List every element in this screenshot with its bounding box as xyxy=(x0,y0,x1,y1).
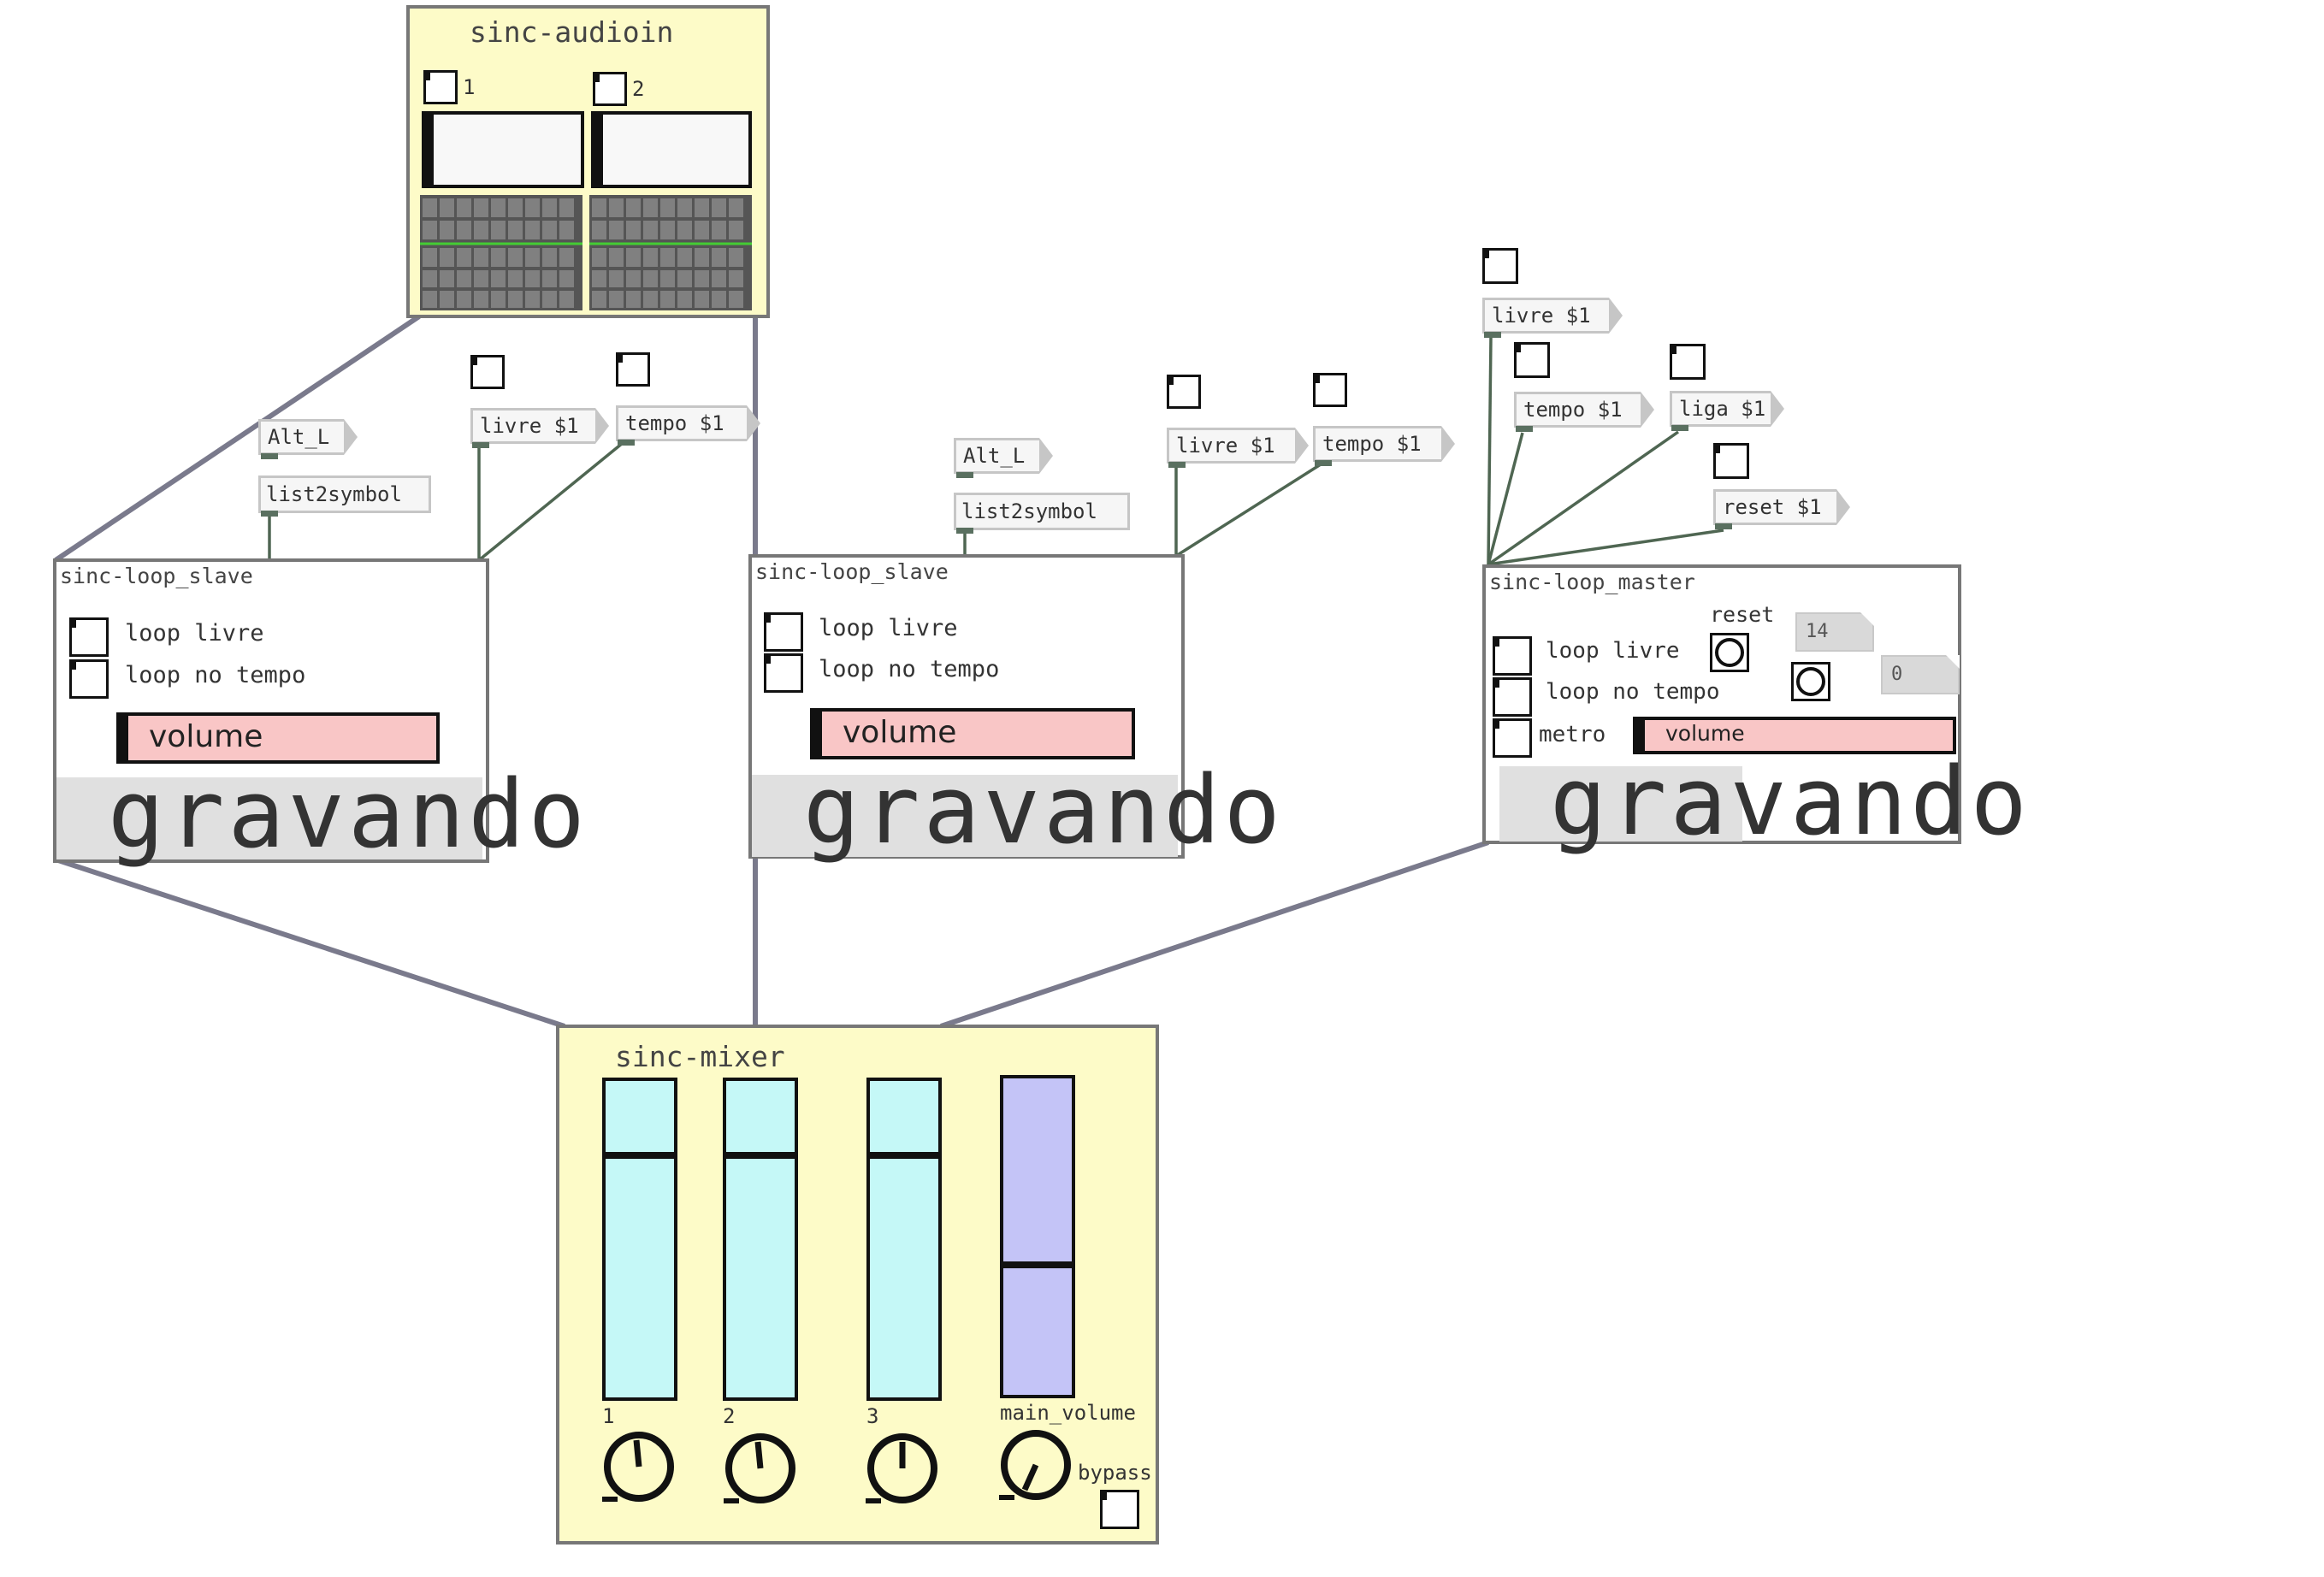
slave1-livre-message[interactable]: livre $1 xyxy=(470,408,609,444)
slave2-livre-toggle[interactable] xyxy=(1167,375,1201,409)
slave1-loop-livre-label: loop livre xyxy=(125,620,264,647)
slave1-loop-livre-toggle[interactable] xyxy=(69,617,109,657)
slave2-title: sinc-loop_slave xyxy=(755,559,949,584)
slave2-volume-label: volume xyxy=(843,715,957,750)
mixer-ch2-knob[interactable] xyxy=(724,1432,797,1505)
slave2-tempo-outlet xyxy=(1315,460,1332,466)
mixer-ch3-fader-handle[interactable] xyxy=(870,1152,938,1160)
mixer-ch3-knob[interactable] xyxy=(866,1432,939,1505)
master-livre-toggle[interactable] xyxy=(1482,248,1518,284)
master-tick-bang[interactable] xyxy=(1791,662,1830,701)
master-status-bg xyxy=(1499,766,1742,842)
master-number-box-2[interactable]: 0 xyxy=(1881,655,1960,694)
mixer-ch2-fader[interactable] xyxy=(723,1078,798,1401)
slave2-livre-outlet xyxy=(1168,462,1186,468)
mixer-main-knob[interactable] xyxy=(999,1428,1073,1502)
mixer-ch2-fader-handle[interactable] xyxy=(726,1152,795,1160)
master-reset-bang[interactable] xyxy=(1710,633,1749,672)
mixer-ch3-label: 3 xyxy=(866,1404,879,1428)
mixer-title: sinc-mixer xyxy=(615,1040,785,1073)
audioin-ch1-toggle[interactable] xyxy=(423,70,458,104)
master-status-text: gravando xyxy=(1550,747,2031,856)
slave1-list2symbol-outlet xyxy=(261,511,278,517)
slave2-list2symbol-outlet xyxy=(956,528,973,534)
mixer-ch1-fader[interactable] xyxy=(602,1078,677,1401)
master-tempo-outlet xyxy=(1516,426,1533,432)
slave1-key-outlet xyxy=(261,453,278,459)
mixer-bypass-label: bypass xyxy=(1078,1461,1152,1485)
slave1-list2symbol-object[interactable]: list2symbol xyxy=(258,475,431,513)
master-panel[interactable]: sinc-loop_master reset 14 0 loop livre l… xyxy=(1482,564,2027,848)
slave1-livre-toggle[interactable] xyxy=(470,355,505,389)
slave1-livre-outlet xyxy=(472,442,489,448)
slave1-tempo-toggle[interactable] xyxy=(616,352,650,387)
slave1-panel[interactable]: sinc-loop_slave loop livre loop no tempo… xyxy=(53,558,585,863)
mixer-ch1-fader-handle[interactable] xyxy=(606,1152,674,1160)
mixer-ch2-label: 2 xyxy=(723,1404,736,1428)
slave2-status-text: gravando xyxy=(803,755,1284,865)
slave2-livre-message[interactable]: livre $1 xyxy=(1167,428,1309,464)
master-liga-outlet xyxy=(1671,425,1688,431)
slave2-key-outlet xyxy=(956,472,973,478)
audioin-ch2-toggle[interactable] xyxy=(593,72,627,106)
slave1-status-text: gravando xyxy=(108,759,588,869)
slave2-status-bg xyxy=(752,775,1178,857)
mixer-main-fader[interactable] xyxy=(1000,1075,1075,1398)
mixer-ch1-label: 1 xyxy=(602,1404,615,1428)
master-volume-slider[interactable]: volume xyxy=(1633,717,1956,754)
master-livre-outlet xyxy=(1484,332,1501,338)
slave1-volume-label: volume xyxy=(149,719,263,754)
master-metro-label: metro xyxy=(1539,722,1606,747)
audioin-ch1-label: 1 xyxy=(463,75,476,99)
master-number-box-1[interactable]: 14 xyxy=(1795,612,1874,652)
master-liga-toggle[interactable] xyxy=(1670,344,1706,380)
audioin-ch2-meter xyxy=(589,195,752,310)
slave1-loop-no-tempo-label: loop no tempo xyxy=(125,662,306,688)
audioin-ch2-level[interactable] xyxy=(591,111,752,188)
slave2-tempo-message[interactable]: tempo $1 xyxy=(1313,426,1455,462)
master-reset-toggle[interactable] xyxy=(1713,443,1749,479)
slave1-tempo-outlet xyxy=(618,440,635,446)
master-reset-label: reset xyxy=(1710,602,1775,627)
master-loop-no-tempo-label: loop no tempo xyxy=(1546,679,1720,705)
slave2-volume-slider[interactable]: volume xyxy=(810,708,1135,759)
slave1-loop-no-tempo-toggle[interactable] xyxy=(69,659,109,699)
slave1-volume-slider[interactable]: volume xyxy=(116,712,440,764)
slave2-loop-no-tempo-label: loop no tempo xyxy=(819,656,1000,682)
audioin-ch2-label: 2 xyxy=(632,77,645,101)
slave2-tempo-toggle[interactable] xyxy=(1313,373,1347,407)
mixer-main-label: main_volume xyxy=(1000,1401,1136,1425)
master-loop-livre-label: loop livre xyxy=(1546,638,1680,664)
slave1-status-bg xyxy=(56,777,482,859)
slave1-title: sinc-loop_slave xyxy=(60,564,253,588)
master-tempo-toggle[interactable] xyxy=(1514,342,1550,378)
slave1-tempo-message[interactable]: tempo $1 xyxy=(616,405,760,441)
audioin-panel[interactable]: sinc-audioin 1 2 xyxy=(406,5,770,318)
mixer-main-fader-handle[interactable] xyxy=(1003,1261,1072,1268)
master-volume-label: volume xyxy=(1665,721,1745,746)
master-reset-message[interactable]: reset $1 xyxy=(1713,489,1850,525)
master-metro-toggle[interactable] xyxy=(1493,718,1532,758)
master-tempo-message[interactable]: tempo $1 xyxy=(1514,392,1654,428)
master-reset-outlet xyxy=(1715,523,1732,529)
mixer-ch3-fader[interactable] xyxy=(866,1078,942,1401)
slave2-panel[interactable]: sinc-loop_slave loop livre loop no tempo… xyxy=(748,554,1280,859)
mixer-panel[interactable]: sinc-mixer 1 2 3 main_volume bypass xyxy=(556,1025,1159,1545)
slave2-loop-livre-label: loop livre xyxy=(819,615,958,641)
audioin-ch1-level[interactable] xyxy=(422,111,584,188)
mixer-ch1-knob[interactable] xyxy=(602,1430,676,1503)
master-loop-no-tempo-toggle[interactable] xyxy=(1493,677,1532,717)
slave2-loop-livre-toggle[interactable] xyxy=(764,612,803,652)
master-livre-message[interactable]: livre $1 xyxy=(1482,298,1623,334)
slave1-key-message[interactable]: Alt_L xyxy=(258,419,358,455)
audioin-ch1-meter xyxy=(420,195,582,310)
audioin-title: sinc-audioin xyxy=(470,15,674,49)
slave2-list2symbol-object[interactable]: list2symbol xyxy=(954,493,1130,530)
master-title: sinc-loop_master xyxy=(1489,570,1695,594)
mixer-bypass-toggle[interactable] xyxy=(1100,1490,1139,1529)
master-loop-livre-toggle[interactable] xyxy=(1493,636,1532,676)
slave2-key-message[interactable]: Alt_L xyxy=(954,438,1053,474)
master-liga-message[interactable]: liga $1 xyxy=(1670,391,1784,427)
slave2-loop-no-tempo-toggle[interactable] xyxy=(764,653,803,693)
